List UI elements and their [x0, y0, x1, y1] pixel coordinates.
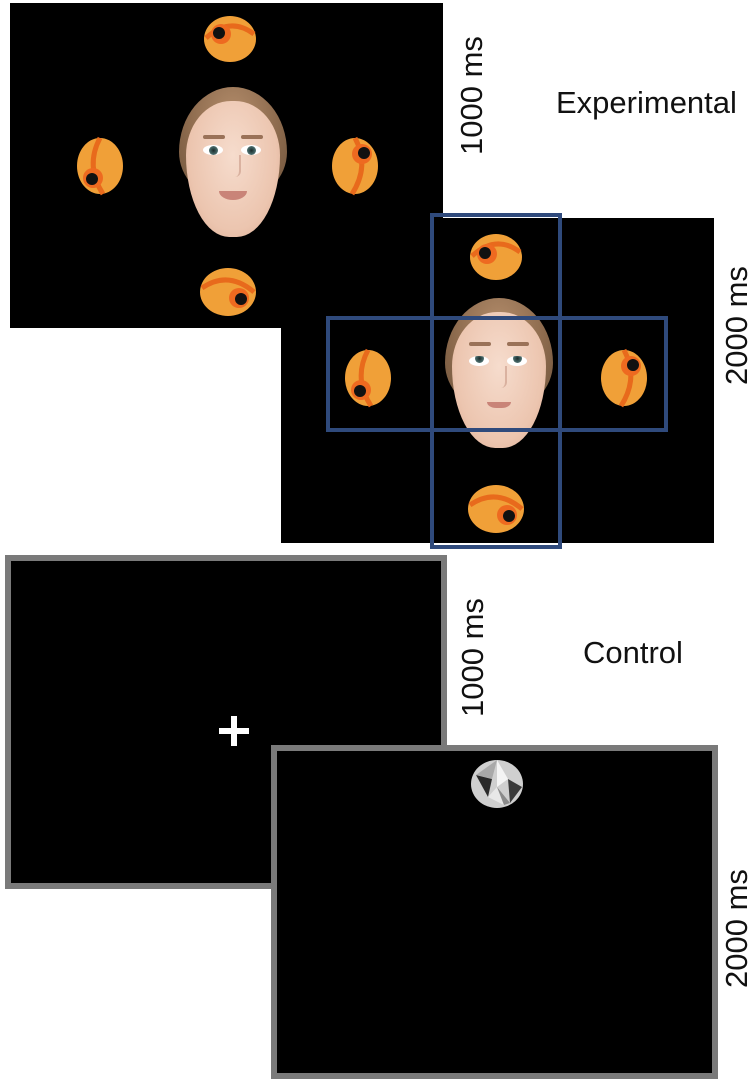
orange-object-icon-bottom	[468, 485, 524, 533]
orange-object-icon-left	[77, 136, 123, 196]
face-gaze-forward	[175, 87, 291, 257]
silver-object-icon	[471, 760, 523, 808]
orange-object-icon-right	[601, 348, 647, 408]
aoi-box-center	[430, 316, 562, 432]
experimental-screen-1	[10, 3, 443, 328]
experimental-duration-1: 1000 ms	[454, 36, 489, 155]
experimental-label: Experimental	[556, 85, 737, 120]
aoi-box-top	[430, 213, 562, 320]
control-duration-1: 1000 ms	[455, 598, 490, 717]
orange-object-icon-top	[470, 234, 522, 280]
orange-object-icon-right	[332, 136, 378, 196]
aoi-box-bottom	[430, 428, 562, 549]
control-screen-1	[5, 555, 447, 889]
control-screen-2	[271, 745, 718, 1079]
orange-object-icon-left	[345, 348, 391, 408]
aoi-box-right	[558, 316, 668, 432]
fixation-cross-icon	[219, 716, 249, 746]
control-label: Control	[583, 635, 683, 670]
experimental-duration-2: 2000 ms	[719, 266, 754, 385]
orange-object-icon-top	[204, 16, 256, 62]
orange-object-icon-bottom	[200, 268, 256, 316]
aoi-box-left	[326, 316, 434, 432]
control-duration-2: 2000 ms	[719, 869, 754, 988]
